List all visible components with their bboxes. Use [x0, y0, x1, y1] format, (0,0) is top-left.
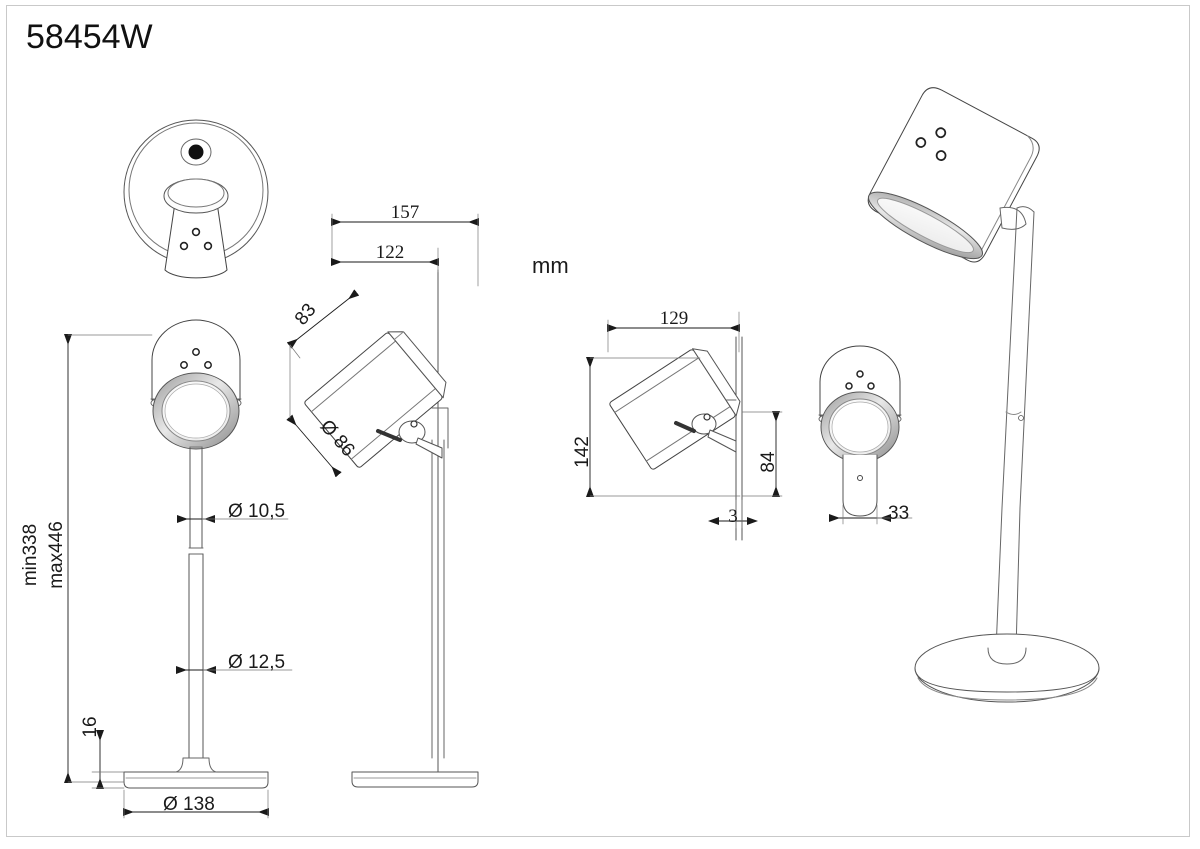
unit-label: mm: [532, 253, 569, 278]
dims-side-wall: [586, 311, 783, 529]
dim-label-16: 16: [80, 716, 101, 737]
dim-label-122: 122: [376, 242, 405, 263]
dims-side-tilted: [286, 213, 479, 478]
dim-label-33: 33: [888, 503, 909, 524]
dims-front-head: [829, 504, 913, 525]
dim-label-84: 84: [758, 451, 779, 473]
page-title: 58454W: [26, 18, 153, 56]
dims-front-elevation: [64, 334, 293, 819]
dim-label-max446: max446: [46, 521, 67, 589]
view-side-tilted: [304, 269, 479, 788]
dim-label-dia-10-5: Ø 10,5: [228, 501, 285, 522]
view-front-head: [818, 345, 902, 517]
view-front-elevation: [123, 319, 269, 789]
dim-label-157: 157: [391, 202, 420, 223]
dim-label-dia-12-5: Ø 12,5: [228, 652, 285, 673]
view-side-wall-bracket: [609, 336, 743, 541]
view-top-plan: [123, 119, 269, 279]
dim-label-3: 3: [728, 506, 738, 527]
dim-label-129: 129: [660, 308, 689, 329]
view-isometric-3d: [867, 87, 1100, 703]
dim-label-dia-138: Ø 138: [163, 794, 215, 815]
dim-label-min338: min338: [20, 524, 41, 586]
dim-label-142: 142: [572, 436, 593, 468]
